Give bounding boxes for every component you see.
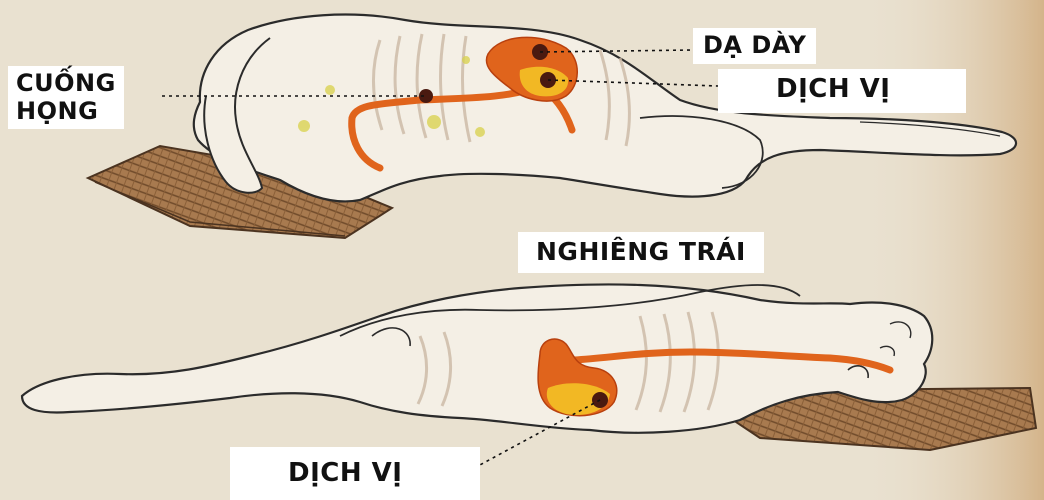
esophagus-label: CUỐNG HỌNG: [8, 66, 124, 129]
stomach-acid-label-top: DỊCH VỊ: [718, 69, 966, 113]
position-label: NGHIÊNG TRÁI: [518, 232, 764, 273]
stomach-label: DẠ DÀY: [693, 28, 816, 64]
stomach-acid-label-bottom: DỊCH VỊ: [230, 447, 480, 500]
